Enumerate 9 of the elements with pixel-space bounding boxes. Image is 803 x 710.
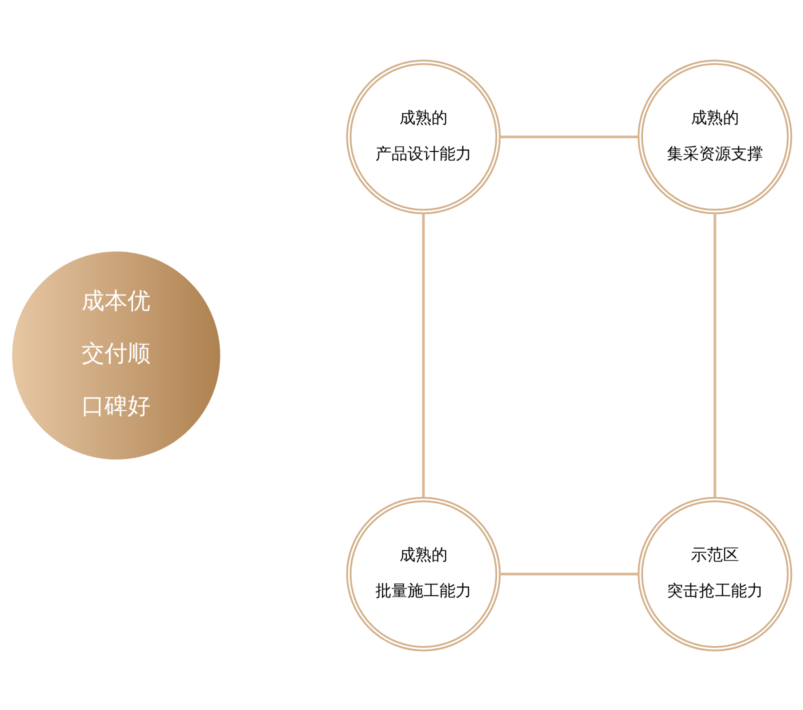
- node-circle: 成本优 交付顺 口碑好: [11, 250, 222, 460]
- node-circle: 成熟的 产品设计能力: [346, 59, 501, 214]
- connector: [714, 212, 716, 497]
- connector: [500, 572, 639, 575]
- node-circle: 示范区 突击抢工能力: [638, 496, 792, 651]
- node-circle: 成熟的 批量施工能力: [346, 496, 501, 651]
- connector: [422, 212, 425, 497]
- connector: [500, 135, 639, 138]
- node-circle: 成熟的 集采资源支撑: [638, 59, 792, 214]
